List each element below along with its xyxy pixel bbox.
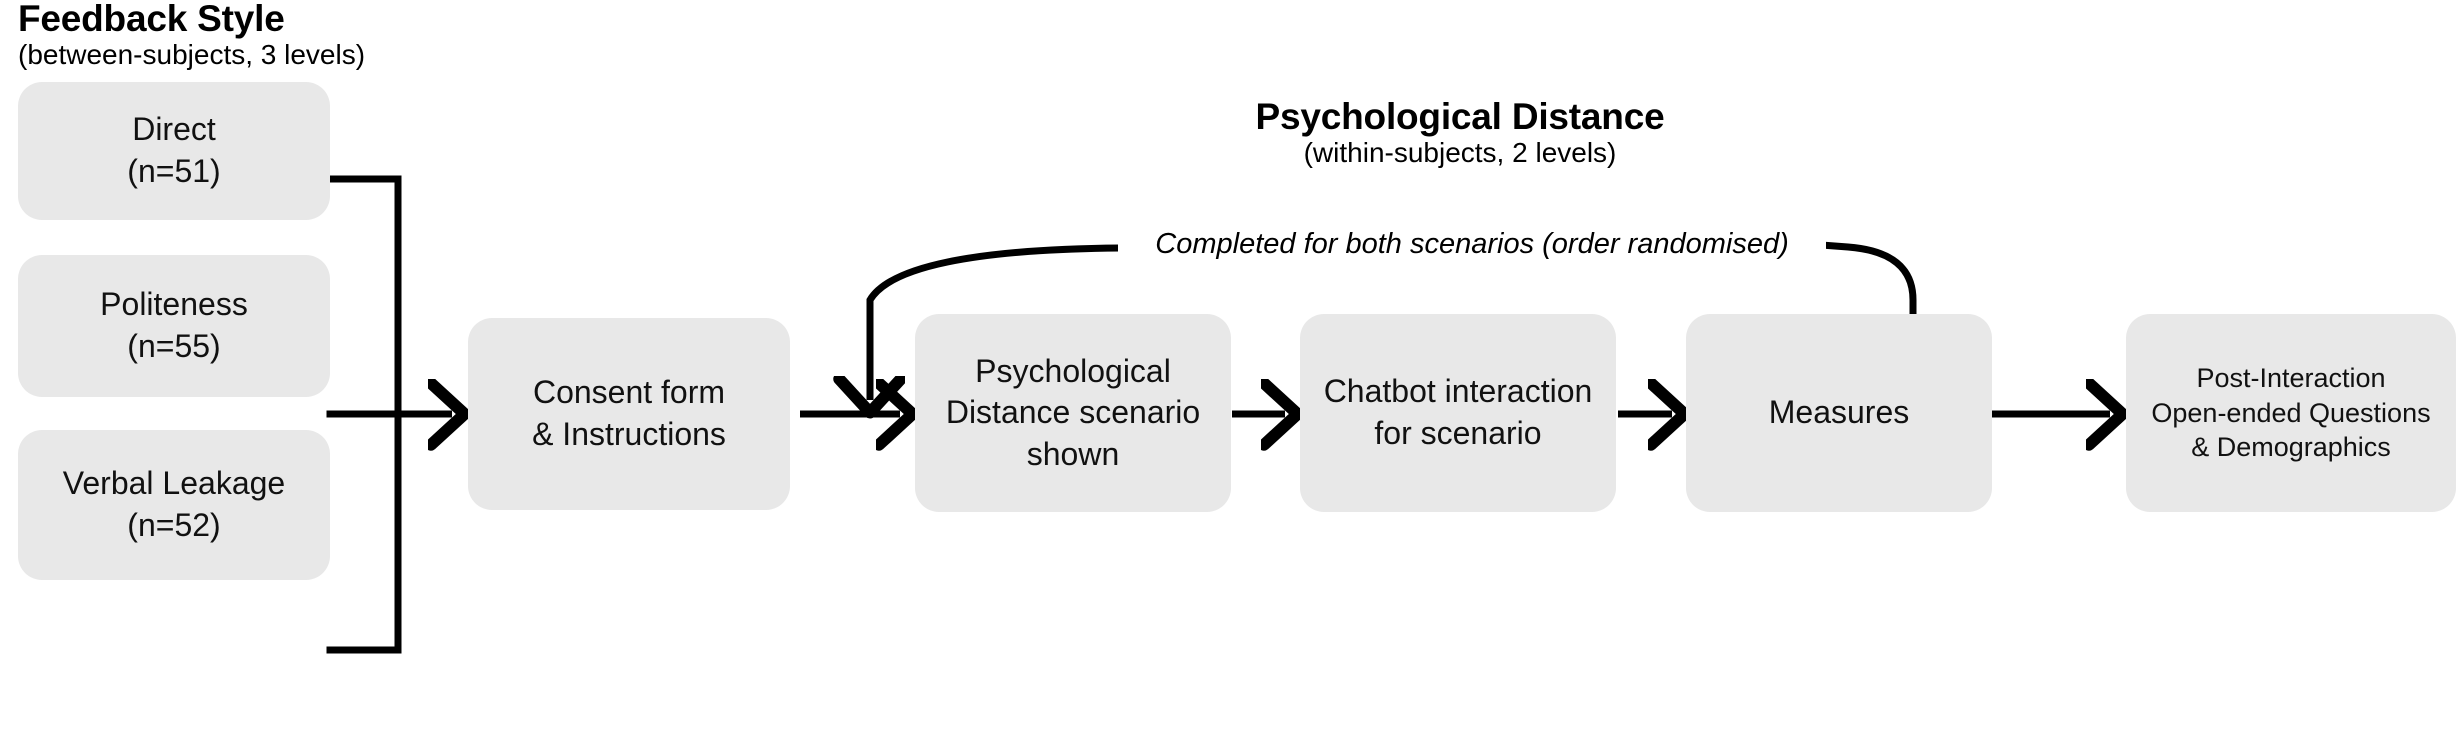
flow-box-consent[interactable]: Consent form & Instructions [468, 318, 790, 510]
psychological-distance-heading: Psychological Distance (within-subjects,… [1160, 96, 1760, 170]
condition-box-verbal-leakage[interactable]: Verbal Leakage (n=52) [18, 430, 330, 580]
flow-box-scenario[interactable]: Psychological Distance scenario shown [915, 314, 1231, 512]
psychological-distance-subtitle: (within-subjects, 2 levels) [1303, 137, 1617, 169]
flow-label-chatbot: Chatbot interaction for scenario [1323, 373, 1593, 451]
loop-caption: Completed for both scenarios (order rand… [1118, 230, 1826, 259]
condition-label-direct: Direct (n=51) [127, 111, 221, 189]
psychological-distance-title: Psychological Distance [1255, 96, 1665, 137]
feedback-style-bracket [326, 175, 452, 654]
feedback-style-title: Feedback Style [18, 0, 285, 39]
condition-box-politeness[interactable]: Politeness (n=55) [18, 255, 330, 397]
flow-box-chatbot[interactable]: Chatbot interaction for scenario [1300, 314, 1616, 512]
flow-label-consent: Consent form & Instructions [532, 374, 726, 452]
feedback-style-subtitle: (between-subjects, 3 levels) [18, 39, 366, 71]
flow-box-measures[interactable]: Measures [1686, 314, 1992, 512]
condition-box-direct[interactable]: Direct (n=51) [18, 82, 330, 220]
flow-label-post-interaction: Post-Interaction Open-ended Questions & … [2151, 363, 2431, 463]
condition-label-politeness: Politeness (n=55) [100, 286, 248, 364]
feedback-style-heading: Feedback Style (between-subjects, 3 leve… [18, 0, 365, 72]
flow-label-scenario: Psychological Distance scenario shown [945, 352, 1201, 472]
flow-label-measures: Measures [1768, 394, 1910, 431]
flow-box-post-interaction[interactable]: Post-Interaction Open-ended Questions & … [2126, 314, 2456, 512]
condition-label-verbal-leakage: Verbal Leakage (n=52) [62, 465, 286, 543]
